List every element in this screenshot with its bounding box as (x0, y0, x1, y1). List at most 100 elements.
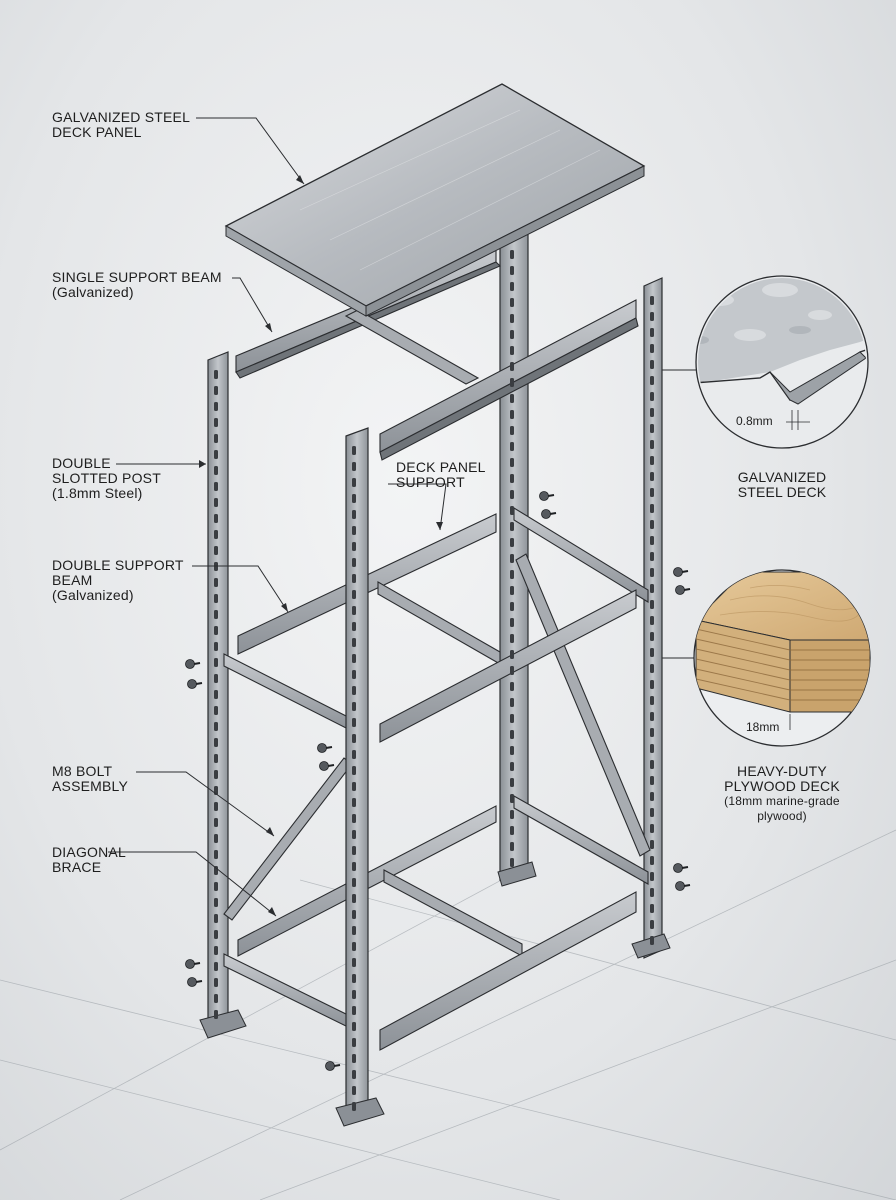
post-slot (650, 696, 654, 705)
post-slot (214, 418, 218, 427)
post-slot (510, 778, 514, 787)
post-slot (214, 818, 218, 827)
bolt-icon (319, 761, 335, 771)
post-slot (650, 552, 654, 561)
post-slot (510, 586, 514, 595)
leader-lines (108, 117, 696, 917)
post-slot (510, 634, 514, 643)
diagonal-brace-right (515, 553, 651, 857)
post-slot (352, 462, 356, 471)
front-post-center (335, 427, 385, 1127)
post-slot (650, 440, 654, 449)
post-slot (352, 1054, 356, 1063)
post-slot (650, 328, 654, 337)
plywood-thickness: 18mm (746, 720, 780, 734)
post-slot (214, 434, 218, 443)
label-double-beam-line3: (Galvanized) (52, 587, 134, 603)
plywood-detail-note-line2: plywood) (757, 809, 807, 823)
post-slot (510, 442, 514, 451)
post-slot (650, 584, 654, 593)
post-slot (650, 936, 654, 945)
post-slot (510, 282, 514, 291)
bolt-icon (675, 585, 691, 595)
post-slot (510, 426, 514, 435)
label-slotted-post-line1: DOUBLE (52, 455, 111, 471)
post-slot (214, 722, 218, 731)
middle-double-beam-front (379, 589, 637, 743)
label-brace: DIAGONAL BRACE (52, 845, 126, 875)
post-slot (650, 840, 654, 849)
post-slot (510, 330, 514, 339)
post-slot (650, 712, 654, 721)
post-slot (352, 926, 356, 935)
post-slot (214, 754, 218, 763)
post-slot (510, 506, 514, 515)
post-slot (650, 520, 654, 529)
post-slot (510, 554, 514, 563)
post-slot (352, 814, 356, 823)
post-slot (352, 686, 356, 695)
post-slot (650, 632, 654, 641)
post-slot (214, 882, 218, 891)
post-slot (650, 856, 654, 865)
ply-line (695, 628, 791, 651)
post-slot (214, 850, 218, 859)
back-post-center (497, 227, 537, 887)
post-slot (510, 698, 514, 707)
post-slot (352, 574, 356, 583)
steel-detail-title-line1: GALVANIZED (737, 469, 827, 485)
post-slot (214, 530, 218, 539)
post-slot (510, 762, 514, 771)
label-double-beam-line1: DOUBLE SUPPORT (52, 557, 184, 573)
bolt-icon (673, 567, 689, 577)
ply-line (695, 648, 791, 671)
post-slot (650, 472, 654, 481)
post-slot (214, 898, 218, 907)
post-slot (510, 842, 514, 851)
post-slot (650, 312, 654, 321)
post-slot (510, 682, 514, 691)
ply-line (695, 678, 791, 701)
post-slot (352, 702, 356, 711)
post-slot (352, 846, 356, 855)
label-single-beam: SINGLE SUPPORT BEAM (Galvanized) (52, 270, 222, 300)
post-slot (214, 610, 218, 619)
label-double-beam: DOUBLE SUPPORT BEAM (Galvanized) (52, 558, 184, 603)
top-cross-beam (344, 309, 480, 385)
label-deck-support-line1: DECK PANEL (396, 459, 486, 475)
post-slot (650, 488, 654, 497)
post-slot (352, 894, 356, 903)
post-slot (510, 378, 514, 387)
label-slotted-post-line3: (1.8mm Steel) (52, 485, 143, 501)
post-slot (650, 360, 654, 369)
post-slot (214, 994, 218, 1003)
label-brace-line2: BRACE (52, 859, 102, 875)
post-slot (510, 730, 514, 739)
post-slot (650, 792, 654, 801)
post-slot (352, 558, 356, 567)
post-slot (214, 482, 218, 491)
post-slot (510, 362, 514, 371)
post-slot (650, 568, 654, 577)
post-slot (352, 542, 356, 551)
post-slot (352, 1006, 356, 1015)
post-slot (510, 346, 514, 355)
post-slot (650, 808, 654, 817)
post-slot (352, 670, 356, 679)
right-side-beams (513, 507, 649, 885)
label-single-beam-line1: SINGLE SUPPORT BEAM (52, 269, 222, 285)
post-slot (650, 648, 654, 657)
label-bolt: M8 BOLT ASSEMBLY (52, 764, 128, 794)
plywood-detail-title-line1: HEAVY-DUTY (737, 763, 827, 779)
steel-thickness: 0.8mm (736, 414, 773, 428)
post-slot (352, 510, 356, 519)
post-slot (214, 834, 218, 843)
post-slot (510, 298, 514, 307)
plywood-deck-detail (693, 569, 871, 747)
post-slot (352, 942, 356, 951)
label-bolt-line1: M8 BOLT (52, 763, 113, 779)
label-deck-panel-line1: GALVANIZED STEEL (52, 109, 191, 125)
post-slot (214, 674, 218, 683)
post-slot (650, 536, 654, 545)
